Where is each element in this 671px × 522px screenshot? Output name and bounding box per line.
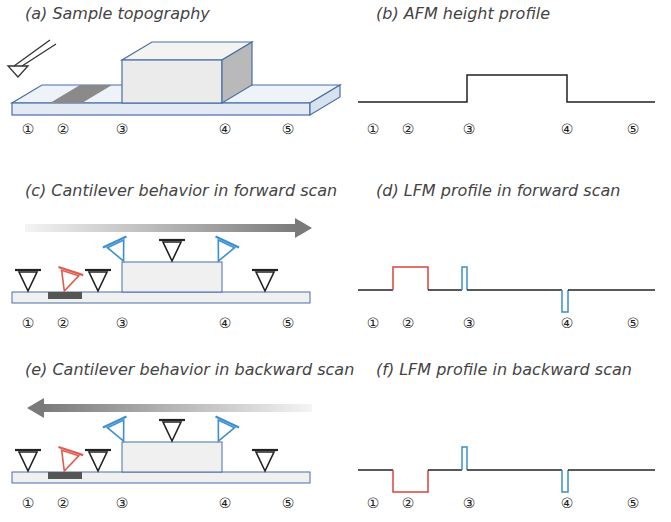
callout-number: ⑤	[282, 495, 295, 511]
callout-number: ①	[22, 495, 35, 511]
callout-number: ②	[402, 121, 415, 137]
sample-3d	[12, 42, 340, 115]
callout-number: ③	[116, 121, 129, 137]
callout-number: ②	[402, 315, 415, 331]
callout-number: ②	[57, 495, 70, 511]
callout-number: ④	[561, 315, 574, 331]
afm-probe	[8, 40, 56, 77]
callout-number: ③	[463, 315, 476, 331]
callout-number: ④	[219, 495, 232, 511]
forward-scan	[12, 218, 312, 303]
callout-number: ⑤	[282, 315, 295, 331]
callout-number: ④	[561, 495, 574, 511]
callout-number: ①	[22, 315, 35, 331]
callout-number: ⑤	[627, 495, 640, 511]
callout-number: ⑤	[627, 315, 640, 331]
panel-title: (d) LFM profile in forward scan	[376, 181, 620, 200]
panel-title: (a) Sample topography	[25, 4, 210, 23]
callout-number: ③	[116, 315, 129, 331]
callout-number: ①	[22, 121, 35, 137]
callout-number: ③	[463, 121, 476, 137]
callout-number: ①	[367, 495, 380, 511]
callout-number: ①	[367, 315, 380, 331]
callout-number: ④	[219, 315, 232, 331]
callout-number: ①	[367, 121, 380, 137]
lfm-backward	[358, 447, 655, 492]
callout-number: ⑤	[627, 121, 640, 137]
panel-title: (b) AFM height profile	[376, 4, 550, 23]
callout-number: ②	[57, 121, 70, 137]
callout-number: ⑤	[282, 121, 295, 137]
backward-scan	[12, 398, 312, 483]
callout-number: ④	[219, 121, 232, 137]
panel-title: (e) Cantilever behavior in backward scan	[25, 360, 354, 379]
callout-number: ②	[402, 495, 415, 511]
callout-number: ③	[116, 495, 129, 511]
panel-title: (f) LFM profile in backward scan	[376, 360, 632, 379]
callout-number: ④	[561, 121, 574, 137]
callout-number: ③	[463, 495, 476, 511]
lfm-forward	[358, 267, 655, 312]
panel-title: (c) Cantilever behavior in forward scan	[25, 181, 337, 200]
height-profile	[358, 75, 655, 102]
callout-number: ②	[57, 315, 70, 331]
